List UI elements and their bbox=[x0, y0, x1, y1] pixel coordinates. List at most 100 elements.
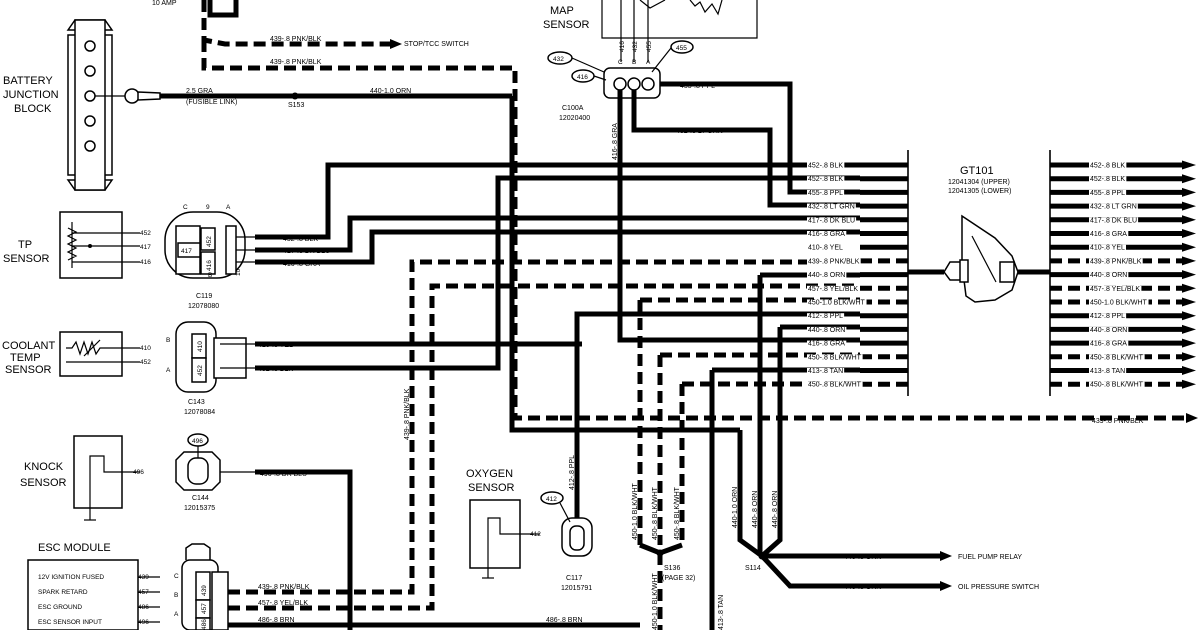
label-background bbox=[807, 231, 847, 238]
connector-c144-part: 12015375 bbox=[184, 505, 215, 512]
label-background bbox=[807, 285, 860, 293]
map-pin-c: C bbox=[618, 59, 623, 66]
map-circuit-455-tag: 455 bbox=[676, 45, 687, 52]
c119-cavity-417: 417 bbox=[181, 248, 192, 255]
c119-pin-c: C bbox=[183, 204, 188, 211]
label-background bbox=[807, 203, 856, 211]
label-background bbox=[807, 244, 845, 252]
label-background bbox=[1089, 285, 1142, 293]
wire-label-bw1: 450-1.0 BLK/WHT bbox=[632, 482, 639, 540]
coolant-sensor-body bbox=[59, 331, 140, 377]
label-background bbox=[1089, 176, 1127, 184]
label-background bbox=[1089, 368, 1127, 375]
label-background bbox=[807, 217, 857, 225]
splice-s136: S136 bbox=[664, 565, 680, 572]
wire-pnk-top bbox=[201, 40, 560, 421]
wire-label-esc457: 457-.8 YEL/BLK bbox=[258, 600, 308, 607]
label-background bbox=[1089, 299, 1149, 307]
connector-c143-part: 12078084 bbox=[184, 409, 215, 416]
label-background bbox=[1089, 313, 1127, 321]
knock-sensor-body bbox=[73, 435, 140, 521]
wire-label-map455: 455-.8 PPL bbox=[680, 83, 715, 90]
map-sensor-body bbox=[601, 0, 758, 62]
fuse-feed-wire bbox=[207, 0, 239, 18]
connector-c100a-name: C100A bbox=[562, 105, 584, 112]
harness-right-label: 439-.8 PNK/BLK bbox=[1090, 258, 1142, 265]
map-pin-a: A bbox=[646, 59, 651, 66]
harness-left-label: 413-.8 TAN bbox=[808, 368, 843, 375]
harness-right-label: 450-1.0 BLK/WHT bbox=[1090, 300, 1148, 307]
harness-left-label: 417-.8 DK BLU bbox=[808, 217, 855, 224]
connector-c119-name: C119 bbox=[196, 293, 212, 300]
tp-sensor-label-2: SENSOR bbox=[3, 253, 50, 265]
splice-s153: S153 bbox=[288, 102, 304, 109]
gt101-line2: 12041305 (LOWER) bbox=[948, 188, 1011, 195]
esc-conn-cavity-486: 486 bbox=[201, 619, 208, 630]
coolant-label-2: TEMP bbox=[10, 352, 41, 364]
harness-left-label: 412-.8 PPL bbox=[808, 313, 843, 320]
ks-circuit-496: 496 bbox=[133, 469, 144, 476]
label-background bbox=[807, 258, 861, 266]
harness-right-label: 457-.8 YEL/BLK bbox=[1090, 286, 1140, 293]
tp-circuit-452: 452 bbox=[140, 230, 151, 237]
ct-circuit-410: 410 bbox=[140, 345, 151, 352]
label-background bbox=[807, 299, 867, 307]
wire-label-gra-fuse: 2.5 GRA bbox=[186, 88, 213, 95]
esc-conn-cavity-457: 457 bbox=[201, 603, 208, 614]
wire-label-stop-tcc: 439-.8 PNK/BLK bbox=[270, 36, 322, 43]
harness-right-label: 417-.8 DK BLU bbox=[1090, 217, 1137, 224]
esc-module-body bbox=[27, 559, 160, 630]
harness-right-arrow bbox=[1182, 187, 1196, 197]
c119-cavity-452: 452 bbox=[206, 236, 213, 247]
wire-label-fuel-pump: 440-.8 ORN bbox=[844, 554, 881, 561]
map-pin-432: 432 bbox=[632, 41, 639, 52]
battery-junction-label-1: BATTERY bbox=[3, 75, 53, 87]
harness-right-label: 450-.8 BLK/WHT bbox=[1090, 382, 1144, 389]
harness-right-label: 450-.8 BLK/WHT bbox=[1090, 354, 1144, 361]
harness-right-arrow bbox=[1182, 229, 1196, 238]
map-pin-455: 455 bbox=[646, 41, 653, 52]
connector-c143 bbox=[175, 321, 255, 393]
wire-label-pnk-vertical: 439-.8 PNK/BLK bbox=[404, 388, 411, 440]
tp-circuit-417: 417 bbox=[140, 244, 151, 251]
harness-left-label: 416-.8 GRA bbox=[808, 231, 845, 238]
wire-label-bw2: 450-.8 BLK/WHT bbox=[652, 486, 659, 540]
map-pin-b: B bbox=[632, 59, 636, 66]
harness-right-arrow bbox=[1182, 215, 1196, 225]
oxygen-label-2: SENSOR bbox=[468, 482, 515, 494]
harness-right-label: 413-.8 TAN bbox=[1090, 368, 1125, 375]
label-background bbox=[1089, 272, 1129, 280]
harness-right-arrow bbox=[1182, 270, 1196, 280]
label-background bbox=[807, 162, 845, 170]
harness-left-label: 455-.8 PPL bbox=[808, 190, 843, 197]
connector-c119 bbox=[164, 211, 255, 279]
map-pin-416: 416 bbox=[619, 41, 626, 52]
tp-circuit-416: 416 bbox=[140, 259, 151, 266]
harness-right-label: 452-.8 BLK bbox=[1090, 176, 1125, 183]
coolant-label-3: SENSOR bbox=[5, 364, 52, 376]
harness-right-arrow bbox=[1182, 174, 1196, 184]
harness-left-label: 432-.8 LT GRN bbox=[808, 204, 855, 211]
wire-label-orn-main: 440-1.0 ORN bbox=[370, 88, 411, 95]
coolant-wires bbox=[255, 175, 860, 371]
harness-left-label: 452-.8 BLK bbox=[808, 163, 843, 170]
label-background bbox=[1089, 217, 1139, 225]
c119-cavity-416: 416 bbox=[206, 260, 213, 271]
harness-right-arrow bbox=[1182, 283, 1196, 293]
harness-left-label: 457-.8 YEL/BLK bbox=[808, 286, 858, 293]
wire-label-orn3: 440-.8 ORN bbox=[772, 491, 779, 528]
splice-s114: S114 bbox=[745, 565, 761, 572]
wire-label-bw-low: 450-1.0 BLK/WHT bbox=[652, 572, 659, 630]
map-circuit-432-tag: 432 bbox=[553, 56, 564, 63]
c117-circuit-tag: 412 bbox=[546, 496, 557, 503]
battery-junction-label-2: JUNCTION bbox=[3, 89, 59, 101]
wire-label-tan-low: 413-.8 TAN bbox=[718, 595, 725, 630]
wire-label-orn2: 440-.8 ORN bbox=[752, 491, 759, 528]
label-background bbox=[1089, 231, 1129, 238]
tp-sensor-body bbox=[59, 211, 140, 279]
connector-c119-part: 12078080 bbox=[188, 303, 219, 310]
battery-junction-block bbox=[66, 19, 114, 191]
label-background bbox=[807, 354, 863, 362]
wire-label-pnk-right: 439-.8 PNK/BLK bbox=[1092, 418, 1144, 425]
